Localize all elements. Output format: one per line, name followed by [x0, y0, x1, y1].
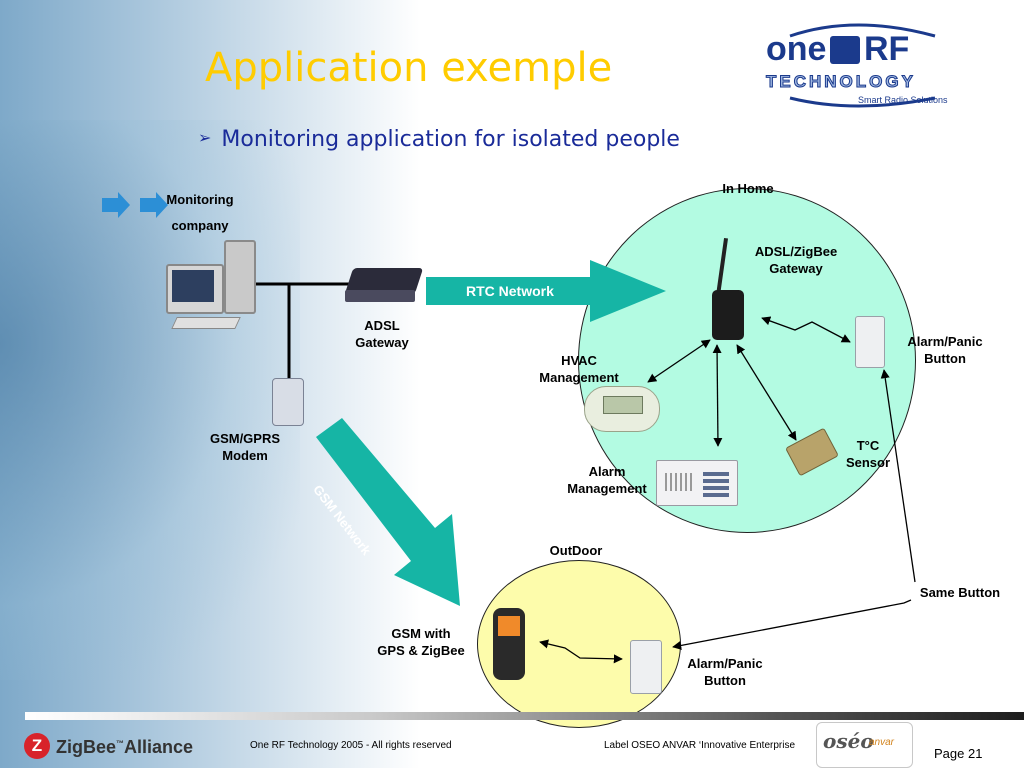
- monitoring-company-label: Monitoring company: [166, 192, 234, 233]
- slide-title: Application exemple: [205, 45, 613, 91]
- tc-sensor-label: T°C Sensor: [845, 438, 891, 470]
- anvar-text: anvar: [869, 737, 895, 748]
- decorative-arrows-icon: [102, 192, 168, 218]
- home-arrows: [647, 339, 797, 447]
- home-panic-label: Alarm/Panic Button: [907, 334, 983, 366]
- outdoor-label: OutDoor: [549, 543, 603, 558]
- wireless-links: [539, 316, 851, 664]
- bullet-item: ➢ Monitoring application for isolated peo…: [198, 127, 680, 152]
- gsm-modem-icon: [272, 378, 304, 426]
- gsm-modem-label: GSM/GPRS Modem: [209, 431, 281, 463]
- copyright-text: One RF Technology 2005 - All rights rese…: [250, 740, 452, 751]
- logo-rf: RF: [864, 30, 910, 68]
- oseo-anvar-logo: oséo anvar: [816, 722, 913, 768]
- logo-swoosh-icon: [789, 23, 936, 108]
- logo-antenna-icon: [830, 36, 860, 64]
- logo-one: one: [766, 30, 827, 68]
- rtc-network-label: RTC Network: [466, 283, 554, 299]
- gsm-phone-label: GSM with GPS & ZigBee: [377, 626, 465, 658]
- bullet-text: Monitoring application for isolated peop…: [221, 127, 680, 152]
- bullet-arrow-icon: ➢: [198, 128, 212, 147]
- zigbee-gateway-icon: [712, 238, 746, 342]
- alarm-management-label: Alarm Management: [567, 464, 647, 496]
- in-home-label: In Home: [722, 181, 774, 196]
- oseo-label-text: Label OSEO ANVAR ‘Innovative Enterprise: [604, 740, 796, 751]
- same-button-arrows: [672, 369, 916, 650]
- hvac-label: HVAC Management: [539, 353, 619, 385]
- mobile-phone-icon: [493, 608, 525, 680]
- panic-button-icon: [855, 316, 885, 368]
- onerf-logo: one RF TECHNOLOGY Smart Radio Solutions: [760, 18, 960, 110]
- zigbee-z-icon: Z: [24, 733, 50, 759]
- outdoor-panic-button-icon: [630, 640, 662, 694]
- outdoor-panic-label: Alarm/Panic Button: [687, 656, 763, 688]
- wired-connections: [252, 282, 352, 385]
- zigbee-brand: ZigBee™Alliance: [56, 737, 194, 757]
- footer-divider: [25, 712, 1024, 720]
- adsl-gateway-icon: [344, 266, 424, 306]
- same-button-label: Same Button: [919, 585, 1001, 600]
- logo-tagline: Smart Radio Solutions: [858, 95, 948, 105]
- zigbee-gateway-label: ADSL/ZigBee Gateway: [754, 244, 838, 276]
- rtc-network-arrow: [426, 260, 666, 322]
- gsm-network-arrow: [316, 418, 460, 606]
- zigbee-alliance-logo: Z ZigBee™Alliance: [24, 733, 194, 761]
- background-glow: [0, 120, 300, 680]
- oseo-text: oséo: [823, 729, 874, 753]
- pc-icon: [166, 240, 256, 335]
- alarm-keypad-icon: [656, 460, 738, 506]
- adsl-gateway-label: ADSL Gateway: [355, 318, 409, 350]
- logo-technology: TECHNOLOGY: [766, 72, 916, 92]
- thermostat-icon: [584, 386, 660, 432]
- page-number: Page 21: [934, 746, 983, 761]
